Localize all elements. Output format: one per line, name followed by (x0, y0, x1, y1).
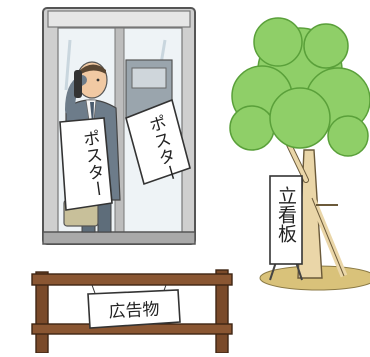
poster-right: ポスター (125, 98, 191, 186)
poster-left: ポスター (59, 117, 113, 211)
wooden-fence: 広告物 (31, 269, 233, 354)
fence-sign-text: 広告物 (108, 300, 160, 323)
standing-sign: 立看板 (269, 175, 303, 281)
standing-sign-text: 立看板 (275, 186, 297, 243)
tree (229, 17, 370, 291)
